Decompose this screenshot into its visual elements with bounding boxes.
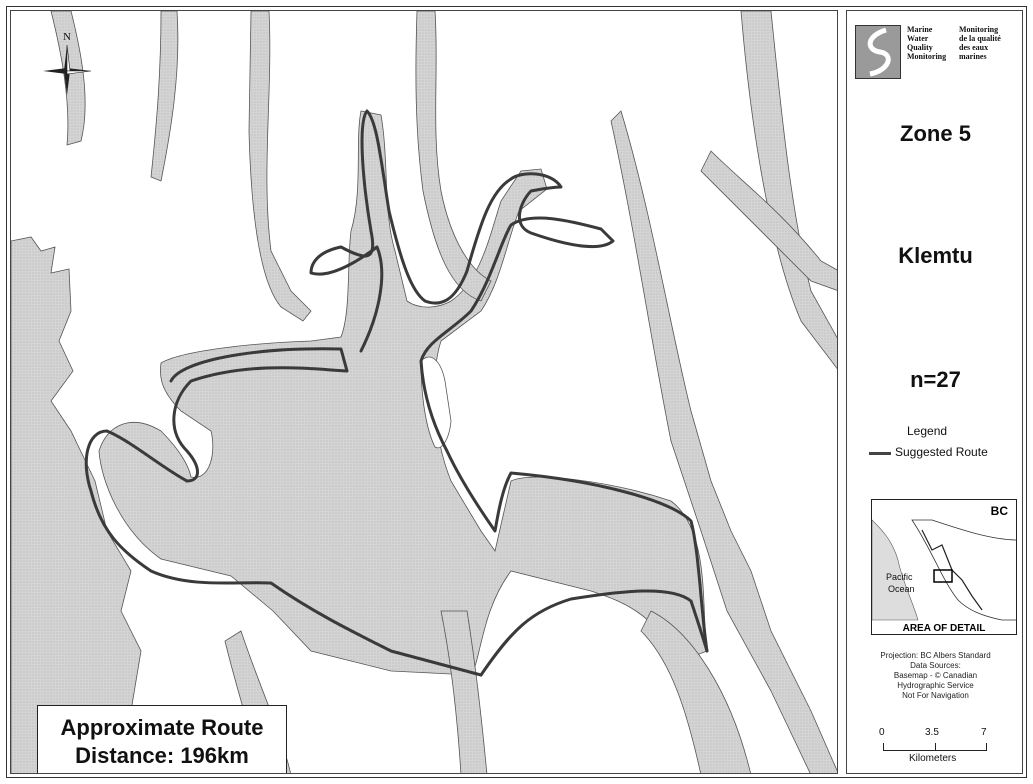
nw-inlet-3 xyxy=(150,11,179,182)
scale-tick-0: 0 xyxy=(879,727,885,738)
inset-ocean-line2: Ocean xyxy=(888,584,915,594)
map-canvas xyxy=(11,11,837,773)
logo-text-en: Marine Water Quality Monitoring xyxy=(907,25,947,61)
far-east-inlet xyxy=(740,11,837,370)
map-credits: Projection: BC Albers Standard Data Sour… xyxy=(880,651,991,700)
south-channel xyxy=(440,610,488,773)
northwest-inlet xyxy=(248,11,312,322)
north-channel xyxy=(415,11,492,302)
logo-wave-icon xyxy=(855,25,901,79)
map-sidebar: Marine Water Quality Monitoring Monitori… xyxy=(846,10,1023,774)
suggested-route xyxy=(84,109,709,677)
location-title: Klemtu xyxy=(898,243,973,268)
east-inlet-2 xyxy=(700,150,837,291)
east-channel xyxy=(610,110,837,773)
scale-tick-1: 3.5 xyxy=(925,727,939,738)
main-channel xyxy=(98,110,708,676)
locator-inset: BC Pacific Ocean AREA OF DETAIL xyxy=(871,499,1017,635)
western-sea xyxy=(11,236,142,773)
zone-title: Zone 5 xyxy=(900,121,971,146)
scale-tick-2: 7 xyxy=(981,727,987,738)
program-logo: Marine Water Quality Monitoring Monitori… xyxy=(855,19,1015,87)
route-south-leg xyxy=(479,589,709,677)
route-title: Approximate Route xyxy=(60,715,264,740)
route-north-loop xyxy=(309,109,513,353)
scale-bar xyxy=(883,743,987,751)
north-label: N xyxy=(63,31,71,43)
legend-route-label: Suggested Route xyxy=(895,445,988,459)
north-arrow: N xyxy=(39,31,95,101)
southeast-bay xyxy=(640,610,751,773)
logo-text-fr: Monitoring de la qualité des eaux marine… xyxy=(959,25,1001,61)
route-west-loop xyxy=(84,347,483,677)
sample-count: n=27 xyxy=(910,367,961,392)
legend-route-swatch xyxy=(869,452,891,455)
scale-unit: Kilometers xyxy=(909,753,957,764)
inset-area-label: AREA OF DETAIL xyxy=(872,623,1016,634)
map-panel: N Approximate Route Distance: 196km xyxy=(10,10,838,774)
compass-icon xyxy=(43,44,92,95)
route-distance-box: Approximate Route Distance: 196km xyxy=(37,705,287,773)
inset-province-label: BC xyxy=(990,504,1008,518)
route-east-loop xyxy=(419,172,709,653)
legend-title: Legend xyxy=(907,424,948,438)
inset-map xyxy=(872,500,1016,634)
inset-ocean-line1: Pacific xyxy=(886,572,913,582)
route-distance: Distance: 196km xyxy=(75,743,249,768)
